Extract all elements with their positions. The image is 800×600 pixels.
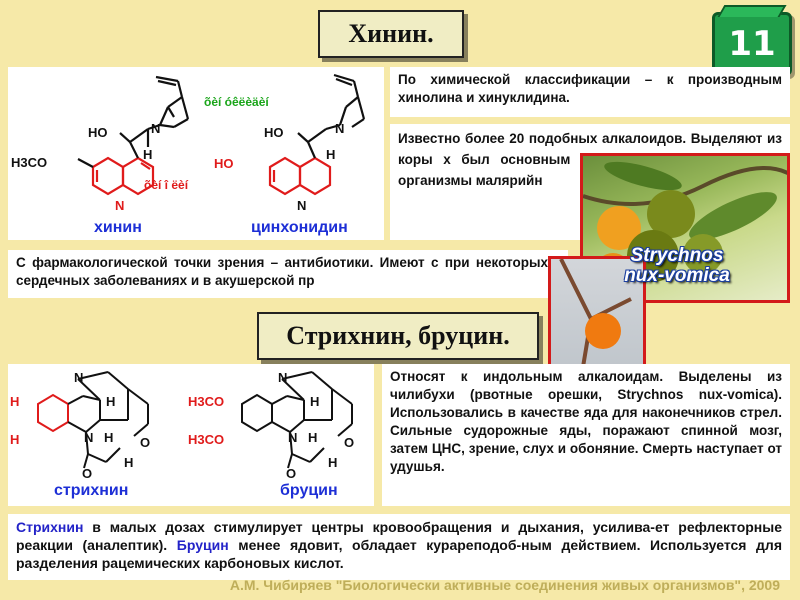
brucine-n-bottom: N bbox=[288, 430, 297, 445]
effects-text: Стрихнин в малых дозах стимулирует центр… bbox=[8, 514, 790, 580]
cinchonidine-ring-n-label: N bbox=[297, 198, 306, 213]
cinchonidine-h-label: H bbox=[326, 147, 335, 162]
quinine-section-title: Хинин. bbox=[318, 10, 464, 58]
strychnine-skeleton bbox=[37, 371, 149, 469]
strychnine-o-ring: O bbox=[140, 435, 150, 450]
brucine-h-o: H bbox=[328, 455, 337, 470]
cinchonidine-ho-ring-label: HO bbox=[214, 156, 234, 171]
footer-credit: А.М. Чибиряев "Биологически активные сое… bbox=[229, 577, 780, 593]
strychnos-fruit-photo bbox=[580, 153, 790, 303]
strychnine-n-bottom: N bbox=[84, 430, 93, 445]
quinine-ring-n-label: N bbox=[115, 198, 124, 213]
strychnine-h-lower: H bbox=[104, 430, 113, 445]
cinchonidine-quinoline-ring bbox=[268, 156, 332, 196]
branch-illustration bbox=[559, 259, 632, 373]
effects-part2: менее ядовит, обладает курареподоб-ным д… bbox=[16, 537, 782, 571]
brucine-h3co-top: H3CO bbox=[188, 394, 224, 409]
strychnine-h-o: H bbox=[124, 455, 133, 470]
strychnine-structures-svg: H H N H N H O H O H3CO H3CO N H N H O H … bbox=[10, 370, 354, 481]
brucine-word: Бруцин bbox=[176, 537, 229, 553]
strychnine-structures-panel: H H N H N H O H O H3CO H3CO N H N H O H … bbox=[8, 364, 374, 506]
quinine-structures-panel: HO N H H3CO N HO N H HO N õèí óêëèä bbox=[8, 67, 384, 240]
strychnine-n-top: N bbox=[74, 370, 83, 385]
slide-number: 11 bbox=[728, 24, 776, 64]
classification-text: По химической классификации – к производ… bbox=[390, 67, 790, 117]
quinine-quinuclidine-ring bbox=[77, 75, 190, 168]
brucine-skeleton bbox=[241, 371, 353, 469]
cinchonidine-name: цинхонидин bbox=[251, 219, 348, 236]
quinine-ho-label: HO bbox=[88, 125, 108, 140]
alkaloid-description-text: Относят к индольным алкалоидам. Выделены… bbox=[382, 364, 790, 506]
quinine-h-label: H bbox=[143, 147, 152, 162]
brucine-o-ring: O bbox=[344, 435, 354, 450]
quinine-structures-svg: HO N H H3CO N HO N H HO N bbox=[11, 73, 366, 213]
brucine-n-top: N bbox=[278, 370, 287, 385]
strychnine-name: стрихнин bbox=[54, 482, 129, 499]
strychnine-word: Стрихнин bbox=[16, 519, 84, 535]
brucine-name: бруцин bbox=[280, 482, 338, 499]
quinine-h3co-label: H3CO bbox=[11, 155, 47, 170]
quinine-name: хинин bbox=[94, 219, 142, 236]
strychnine-section-title: Стрихнин, бруцин. bbox=[257, 312, 539, 360]
brucine-h3co-bottom: H3CO bbox=[188, 432, 224, 447]
brucine-h-lower: H bbox=[308, 430, 317, 445]
brucine-o-carbonyl: O bbox=[286, 466, 296, 481]
strychnine-h-top: H bbox=[10, 394, 19, 409]
strychnine-o-carbonyl: O bbox=[82, 466, 92, 481]
strychnos-branch-photo bbox=[548, 256, 646, 376]
caption-line-2: nux-vomica bbox=[624, 265, 730, 286]
effects-part1: в малых дозах стимулирует центры кровооб… bbox=[16, 519, 782, 553]
slide-number-badge: 11 bbox=[712, 12, 792, 76]
pharmacology-text: С фармакологической точки зрения – антиб… bbox=[8, 250, 568, 298]
species-caption: Strychnos nux-vomica bbox=[592, 246, 762, 286]
garbled-label-bottom: õèí î ëèí bbox=[144, 178, 189, 192]
cinchonidine-n-label: N bbox=[335, 121, 344, 136]
cinchonidine-quinuclidine-ring bbox=[297, 73, 366, 159]
quinine-n-label: N bbox=[151, 121, 160, 136]
brucine-h-mid: H bbox=[310, 394, 319, 409]
caption-line-1: Strychnos bbox=[630, 245, 724, 266]
cinchonidine-ho-label: HO bbox=[264, 125, 284, 140]
strychnine-h-mid: H bbox=[106, 394, 115, 409]
strychnine-h-bottom: H bbox=[10, 432, 19, 447]
garbled-label-top: õèí óêëèäèí bbox=[204, 95, 269, 109]
